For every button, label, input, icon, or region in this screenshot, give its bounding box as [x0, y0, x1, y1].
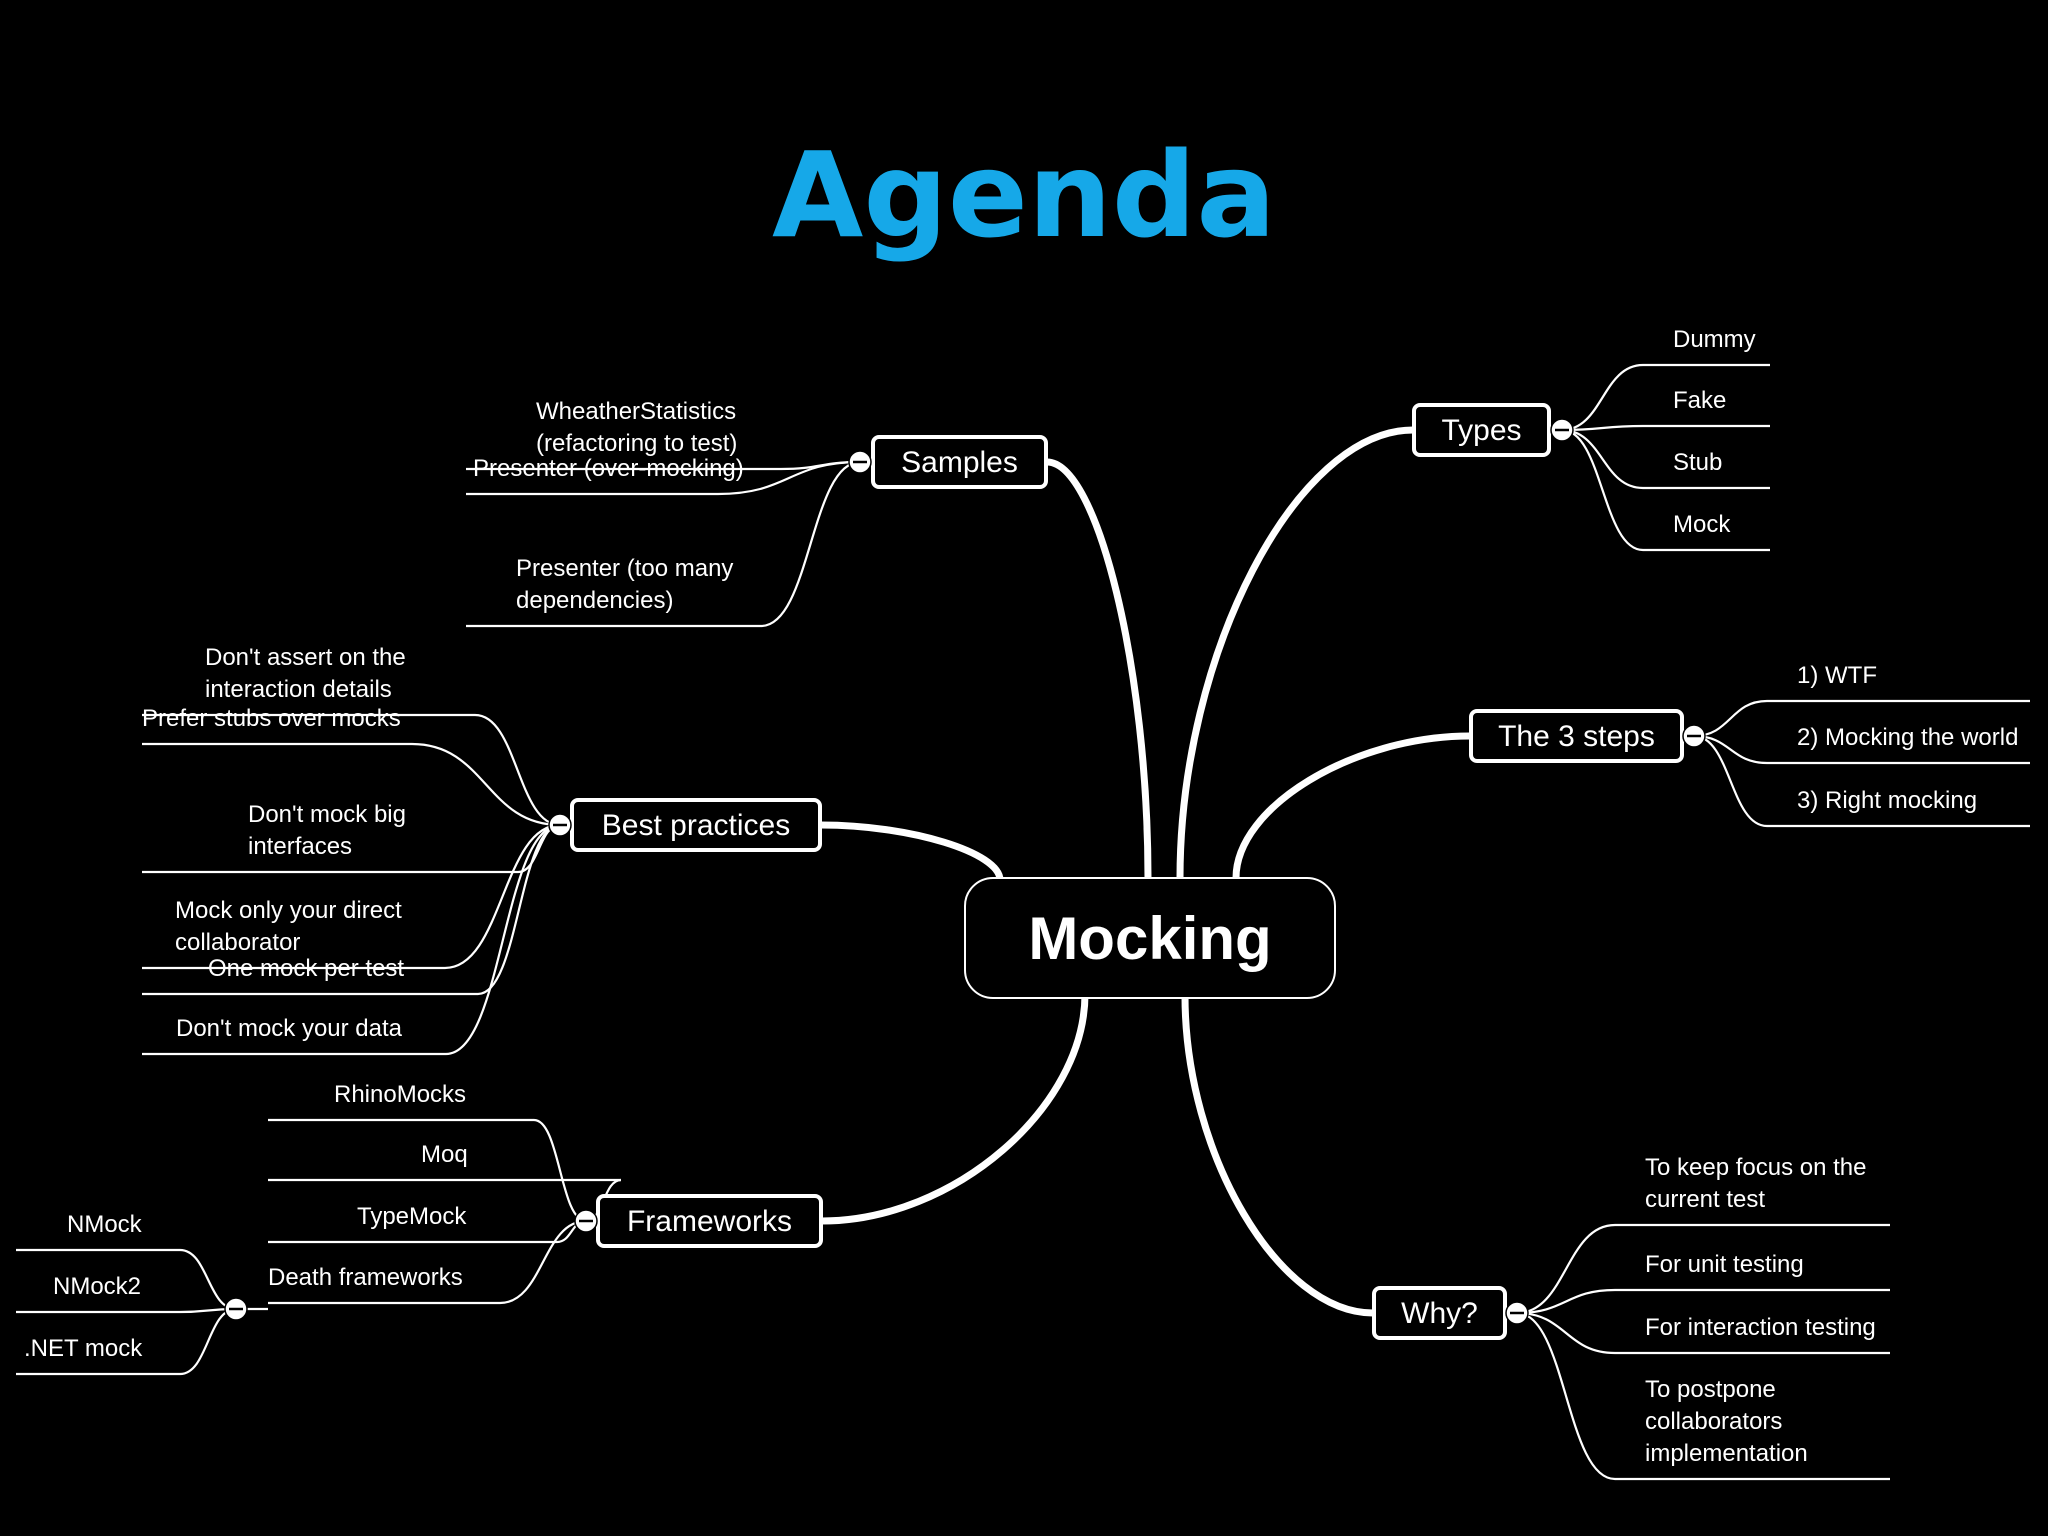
topic-node-best-practices[interactable]: Best practices	[570, 798, 822, 852]
topic-node-samples[interactable]: Samples	[871, 435, 1048, 489]
subtopic-death-frameworks-collapse-toggle[interactable]	[224, 1297, 248, 1321]
topic-node-frameworks[interactable]: Frameworks	[596, 1194, 823, 1248]
topic-label-samples: Samples	[901, 446, 1018, 479]
topic-label-types: Types	[1441, 414, 1521, 447]
leaf-label-line: 1) WTF	[1797, 662, 1877, 689]
leaf-label-line: interfaces	[248, 833, 352, 860]
central-topic-node[interactable]: Mocking	[964, 877, 1336, 999]
leaf-label-line: collaborator	[175, 929, 300, 956]
leaf-1-wtf[interactable]: 1) WTF	[1797, 662, 1877, 689]
topic-label-frameworks: Frameworks	[627, 1205, 792, 1238]
leaf-dummy[interactable]: Dummy	[1673, 326, 1756, 353]
topic-the-3-steps-collapse-toggle[interactable]	[1682, 724, 1706, 748]
leaf-label-line: Don't mock big	[248, 801, 406, 828]
leaf-label-line: collaborators	[1645, 1408, 1782, 1435]
topic-label-the-3-steps: The 3 steps	[1498, 720, 1655, 753]
leaf-label-line: dependencies)	[516, 587, 673, 614]
leaf-label-line: Mock only your direct	[175, 897, 402, 924]
types-branch-connector	[1176, 426, 1414, 879]
leaf-label-line: Dummy	[1673, 326, 1756, 353]
leaf-don-t-mock-your-data[interactable]: Don't mock your data	[176, 1015, 403, 1042]
topic-samples-collapse-toggle[interactable]	[848, 450, 872, 474]
leaf-label-line: Presenter (too many	[516, 555, 733, 582]
leaf-for-interaction-testing[interactable]: For interaction testing	[1645, 1314, 1876, 1341]
leaf-label-line: RhinoMocks	[334, 1081, 466, 1108]
leaf-typemock[interactable]: TypeMock	[357, 1203, 467, 1230]
leaf-mock-only-your-direct-collaborator[interactable]: Mock only your direct collaborator	[175, 897, 402, 956]
leaf-moq[interactable]: Moq	[421, 1141, 468, 1168]
leaf-label-line: Presenter (over-mocking)	[473, 455, 744, 482]
leaf-rhinomocks[interactable]: RhinoMocks	[334, 1081, 466, 1108]
leaf-for-unit-testing[interactable]: For unit testing	[1645, 1251, 1804, 1278]
topic-types-collapse-toggle[interactable]	[1550, 418, 1574, 442]
leaf-3-right-mocking[interactable]: 3) Right mocking	[1797, 787, 1977, 814]
leaf-don-t-mock-big-interfaces[interactable]: Don't mock big interfaces	[248, 801, 406, 860]
leaf-label-line: WheatherStatistics	[536, 398, 736, 425]
leaf-label-line: 3) Right mocking	[1797, 787, 1977, 814]
topic-frameworks-collapse-toggle[interactable]	[574, 1209, 598, 1233]
leaf-net-mock[interactable]: .NET mock	[24, 1335, 143, 1362]
leaf-label-line: Fake	[1673, 387, 1726, 414]
leaf-stub[interactable]: Stub	[1673, 449, 1722, 476]
leaf-death-frameworks[interactable]: Death frameworks	[268, 1264, 463, 1291]
leaf-label-line: Death frameworks	[268, 1264, 463, 1291]
leaf-label-line: Don't mock your data	[176, 1015, 403, 1042]
topic-best-practices-collapse-toggle[interactable]	[548, 813, 572, 837]
leaf-prefer-stubs-over-mocks[interactable]: Prefer stubs over mocks	[142, 705, 401, 732]
topic-node-the-3-steps[interactable]: The 3 steps	[1469, 709, 1684, 763]
leaf-label-line: NMock	[67, 1211, 143, 1238]
leaf-label-line: To keep focus on the	[1645, 1154, 1866, 1181]
samples-branch-connector	[1046, 458, 1152, 879]
leaf-label-line: Moq	[421, 1141, 468, 1168]
the-3-steps-branch-connector	[1232, 732, 1471, 879]
central-topic-label: Mocking	[1028, 905, 1271, 972]
leaf-label-line: Stub	[1673, 449, 1722, 476]
leaf-label-line: current test	[1645, 1186, 1765, 1213]
leaf-label-line: Prefer stubs over mocks	[142, 705, 401, 732]
topic-label-why: Why?	[1401, 1297, 1478, 1330]
leaf-label-line: 2) Mocking the world	[1797, 724, 2018, 751]
leaf-label-line: One mock per test	[208, 955, 404, 982]
leaf-fake[interactable]: Fake	[1673, 387, 1726, 414]
best-practices-branch-connector	[820, 821, 1004, 881]
leaf-to-keep-focus-on-the-current-test[interactable]: To keep focus on the current test	[1645, 1154, 1866, 1213]
leaf-label-line: NMock2	[53, 1273, 141, 1300]
why-branch-connector	[1181, 995, 1374, 1317]
leaf-label-line: For unit testing	[1645, 1251, 1804, 1278]
leaf-nmock2[interactable]: NMock2	[53, 1273, 141, 1300]
leaf-nmock[interactable]: NMock	[67, 1211, 143, 1238]
frameworks-branch-connector	[821, 993, 1089, 1225]
leaf-presenter-too-many-dependencies[interactable]: Presenter (too many dependencies)	[516, 555, 733, 614]
leaf-label-line: (refactoring to test)	[536, 430, 737, 457]
topic-label-best-practices: Best practices	[602, 809, 790, 842]
topic-node-why[interactable]: Why?	[1372, 1286, 1507, 1340]
leaf-label-line: interaction details	[205, 676, 392, 703]
topic-why-collapse-toggle[interactable]	[1505, 1301, 1529, 1325]
leaf-mock[interactable]: Mock	[1673, 511, 1731, 538]
leaf-presenter-over-mocking[interactable]: Presenter (over-mocking)	[473, 455, 744, 482]
slide-title: Agenda	[772, 126, 1276, 264]
leaf-label-line: Mock	[1673, 511, 1731, 538]
leaf-to-postpone-collaborators-implementation[interactable]: To postpone collaborators implementation	[1645, 1376, 1808, 1467]
leaf-one-mock-per-test[interactable]: One mock per test	[208, 955, 404, 982]
leaf-label-line: TypeMock	[357, 1203, 467, 1230]
leaf-label-line: To postpone	[1645, 1376, 1776, 1403]
leaf-label-line: implementation	[1645, 1440, 1808, 1467]
leaf-don-t-assert-on-the-interaction-details[interactable]: Don't assert on the interaction details	[205, 644, 406, 703]
topic-node-types[interactable]: Types	[1412, 403, 1551, 457]
leaf-label-line: For interaction testing	[1645, 1314, 1876, 1341]
leaf-label-line: .NET mock	[24, 1335, 143, 1362]
leaf-wheatherstatistics-refactoring-to-test[interactable]: WheatherStatistics (refactoring to test)	[536, 398, 737, 457]
leaf-label-line: Don't assert on the	[205, 644, 406, 671]
leaf-2-mocking-the-world[interactable]: 2) Mocking the world	[1797, 724, 2018, 751]
